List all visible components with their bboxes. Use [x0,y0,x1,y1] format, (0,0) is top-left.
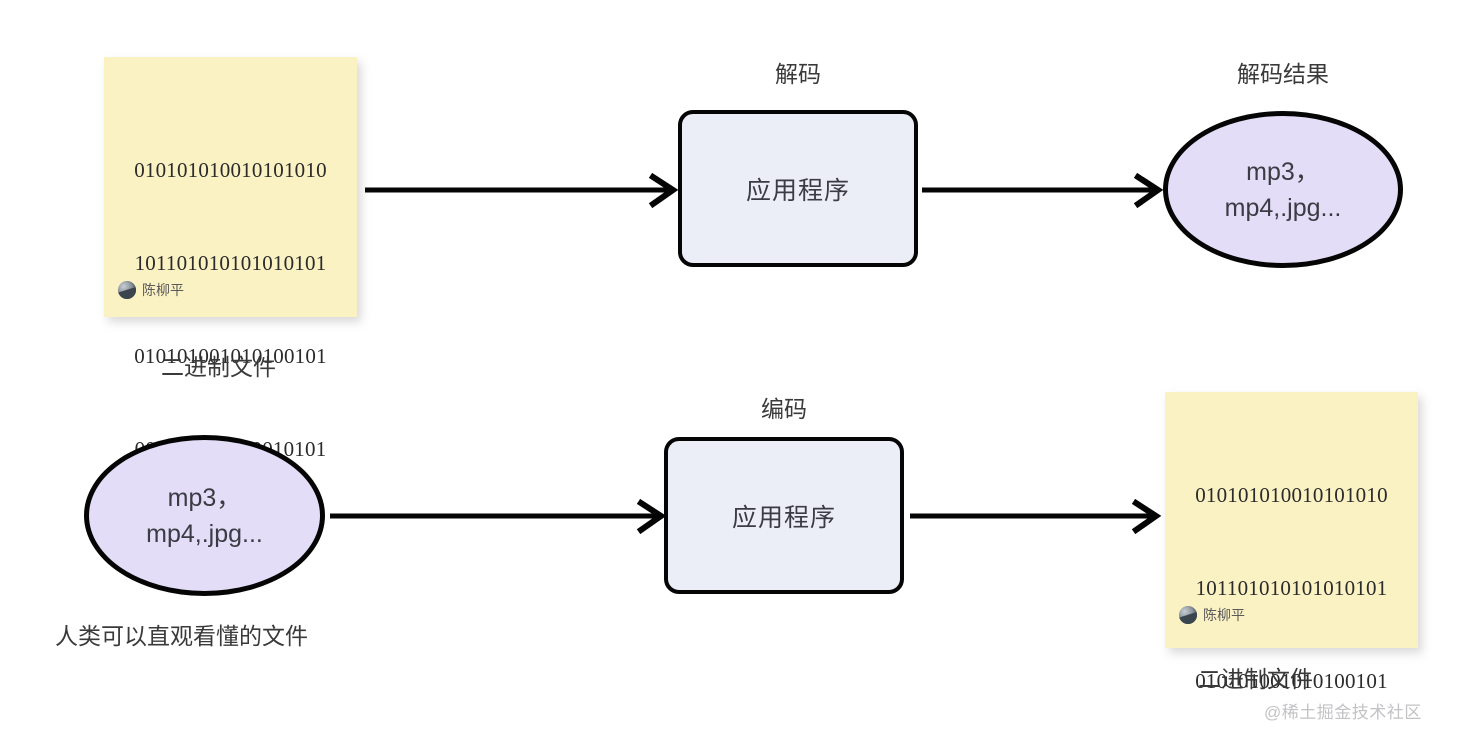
avatar-icon [118,281,136,299]
arrow-encoder-to-binary [910,498,1165,535]
binary-line: 010101010010101010 [1195,483,1388,507]
blob-line-1: mp3， [1246,157,1320,186]
arrow-source-to-decoder [365,172,680,209]
source-blob-media-bottom: mp3， mp4,.jpg... [84,435,325,596]
arrow-decoder-to-result [922,172,1167,209]
caption-human-readable-file: 人类可以直观看懂的文件 [55,623,308,649]
arrow-source-to-encoder [330,498,670,535]
binary-line: 010101010010101010 [134,158,327,182]
blob-line-2: mp4,.jpg... [1224,193,1342,222]
binary-line: 101101010101010101 [134,251,327,275]
binary-line: 010101001010100101 [1195,669,1388,693]
author-name: 陈柳平 [1203,607,1245,623]
caption-binary-file-bottom: 二进制文件 [1198,666,1313,692]
binary-line: 010101001010100101 [134,344,327,368]
binary-note-source: 010101010010101010 101101010101010101 01… [104,57,357,461]
caption-binary-file-top: 二进制文件 [161,354,276,380]
author-name: 陈柳平 [142,282,184,298]
site-watermark: @稀土掘金技术社区 [1264,703,1422,722]
binary-note-result: 010101010010101010 101101010101010101 01… [1165,392,1418,693]
label-encode: 编码 [761,396,807,422]
label-decode-result: 解码结果 [1237,61,1329,87]
binary-line: 101101010101010101 [1195,576,1388,600]
label-decode: 解码 [775,61,821,87]
avatar-icon [1179,606,1197,624]
blob-line-2: mp4,.jpg... [146,519,263,548]
author-credit: 陈柳平 [118,280,184,300]
process-box-encoder: 应用程序 [664,437,904,594]
binary-text-block: 010101010010101010 101101010101010101 01… [1165,418,1418,738]
process-box-decoder: 应用程序 [678,110,918,267]
author-credit: 陈柳平 [1179,605,1245,625]
result-blob-media-top: mp3， mp4,.jpg... [1163,111,1403,268]
blob-line-1: mp3， [167,483,242,512]
